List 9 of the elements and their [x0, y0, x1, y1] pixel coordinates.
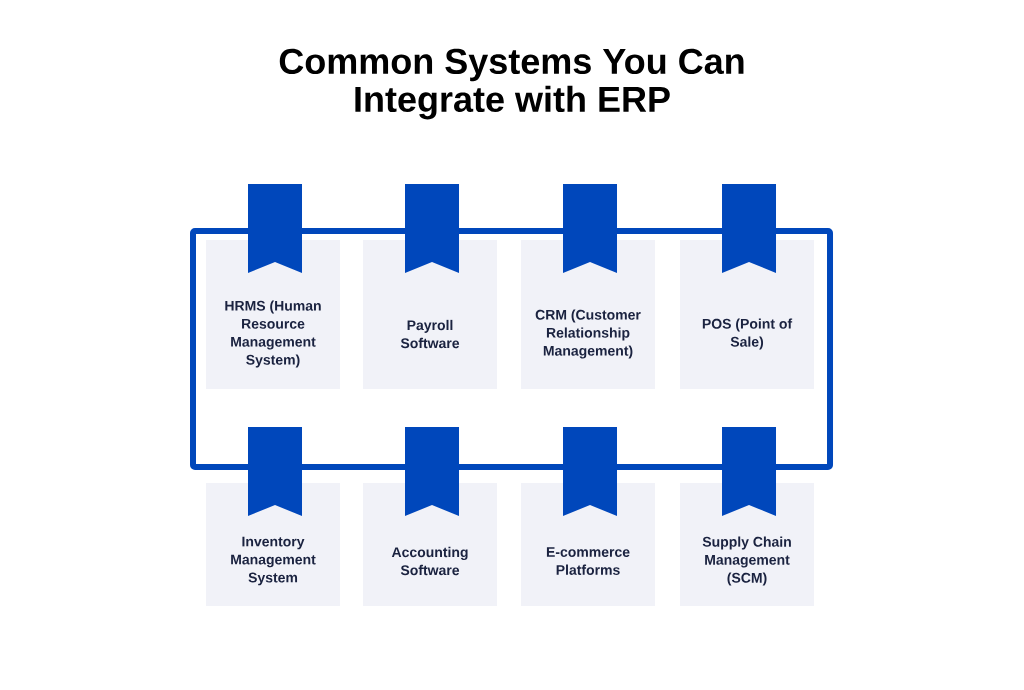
title: Common Systems You Can Integrate with ERP — [279, 48, 744, 120]
system-box: HRMS (Human Resource Management System) — [206, 240, 340, 389]
system-box: Accounting Software — [363, 483, 497, 606]
system-box: Inventory Management System — [206, 483, 340, 606]
system-box: Payroll Software — [363, 240, 497, 389]
system-box: POS (Point of Sale) — [680, 240, 814, 389]
system-box: CRM (Customer Relationship Management) — [521, 240, 655, 389]
system-box: E-commerce Platforms — [521, 483, 655, 606]
system-box: Supply Chain Management (SCM) — [680, 483, 814, 606]
